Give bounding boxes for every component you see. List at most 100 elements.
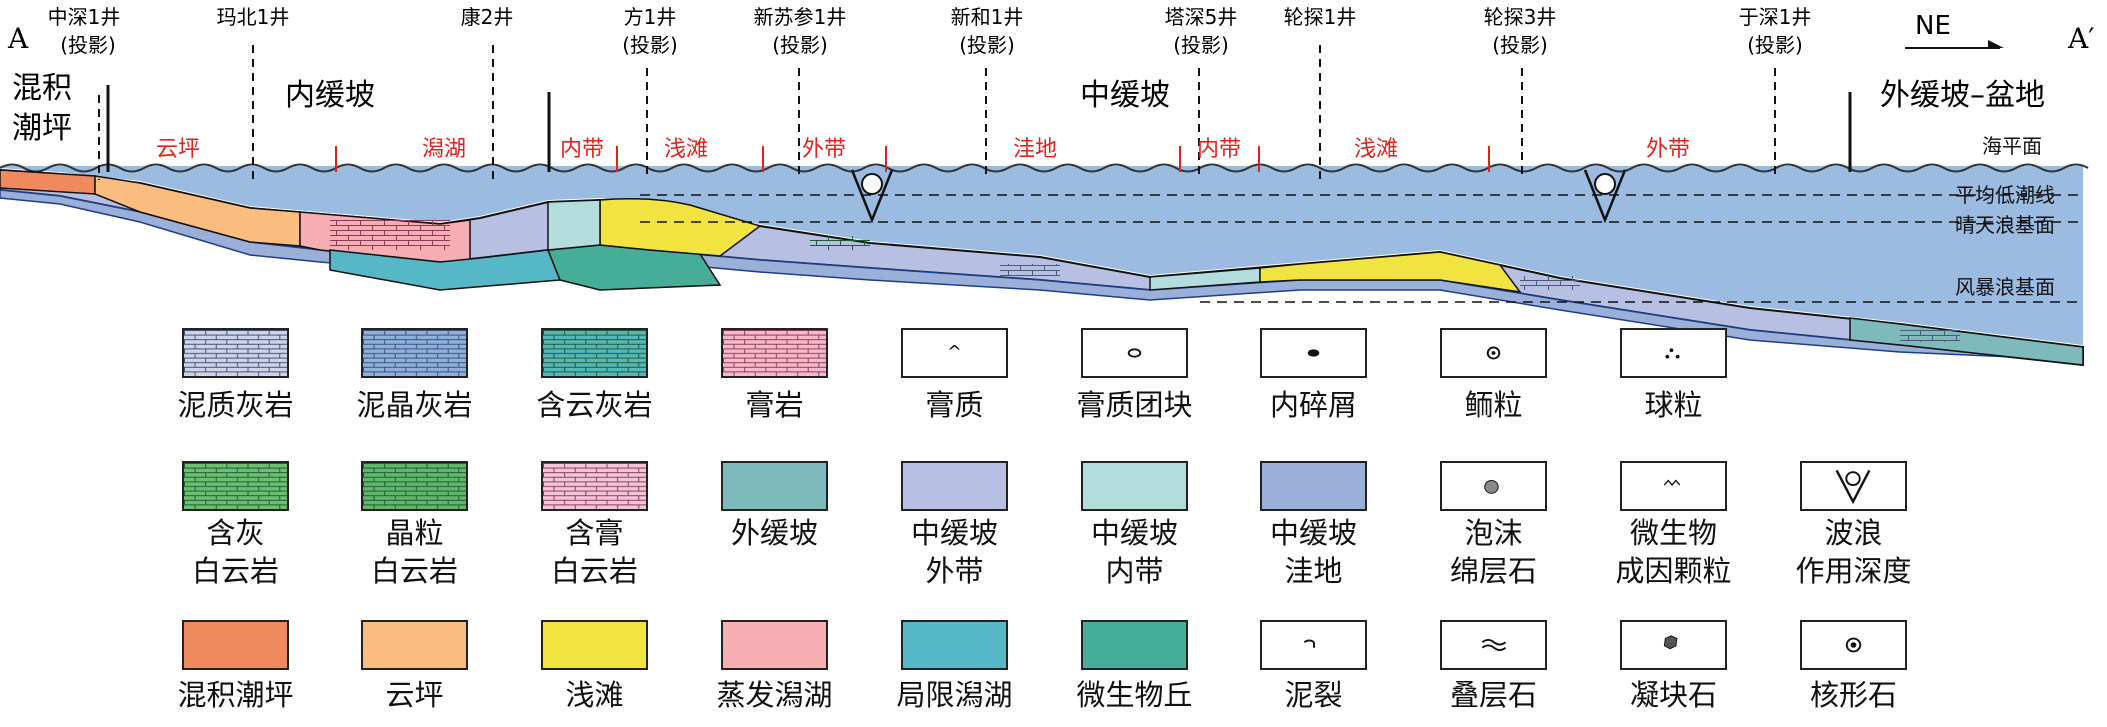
legend-label: 微生物丘	[1076, 678, 1193, 712]
zone-label-1-line-1: 混积	[12, 71, 72, 106]
mid-ramp-depression-fill	[1260, 461, 1367, 511]
dolomite-flat-fill	[361, 620, 468, 670]
mixed-tidal-flat-fill	[182, 620, 289, 670]
legend-label: 泡沫 绵层石	[1449, 516, 1537, 588]
microbial-mound-fill	[1081, 620, 1188, 670]
crystalline-dolomite	[361, 461, 468, 511]
microbial-grain-icon	[1620, 461, 1727, 511]
well-name-3: 康2井	[461, 5, 514, 29]
water-level-label-3: 晴天浪基面	[1955, 213, 2055, 237]
dolomitic-limestone	[541, 328, 648, 378]
subzone-label-8: 浅滩	[1354, 137, 1398, 162]
direction-label: NE	[1915, 11, 1951, 41]
argillaceous-limestone	[182, 328, 289, 378]
evaporite-lagoon-fill	[721, 620, 828, 670]
legend-label: 中缓坡 外带	[910, 516, 998, 588]
legend-label: 晶粒 白云岩	[370, 516, 458, 588]
subzone-label-3: 内带	[560, 137, 604, 162]
subzone-label-9: 外带	[1646, 137, 1690, 162]
subzone-ticks	[335, 146, 1490, 172]
legend-label: 泥晶灰岩	[356, 388, 473, 422]
stromatolite-icon	[1440, 620, 1547, 670]
legend-label: 凝块石	[1629, 678, 1717, 712]
oncolite-icon	[1800, 620, 1907, 670]
well-name-10: 于深1井	[1739, 5, 1812, 29]
well-name-4: 方1井	[624, 5, 677, 29]
subzone-label-5: 外带	[802, 137, 846, 162]
well-note-6: (投影)	[959, 33, 1015, 57]
inner-shoal-2	[1259, 251, 1522, 294]
svg-text:^: ^	[947, 342, 962, 362]
legend-label: 核形石	[1809, 678, 1897, 712]
legend-label: 蒸发潟湖	[716, 678, 833, 712]
legend-label: 泥质灰岩	[177, 388, 294, 422]
gypsum-nodule-icon	[1081, 328, 1188, 378]
spongiostromata-icon	[1440, 461, 1547, 511]
legend-label: 膏质	[925, 388, 984, 422]
well-note-7: (投影)	[1173, 33, 1229, 57]
mid-ramp-inner-belt-1	[547, 199, 601, 251]
section-end-label: A′	[2067, 22, 2095, 55]
legend-label: 膏岩	[745, 388, 804, 422]
sea-surface	[0, 163, 2089, 173]
brick-overlay-3	[1520, 276, 1580, 290]
restricted-lagoon-fill	[901, 620, 1008, 670]
wave-depth-icon	[1800, 461, 1907, 511]
zone-label-1-line-2: 潮坪	[12, 111, 72, 146]
legend-label: 叠层石	[1449, 678, 1537, 712]
well-name-7: 塔深5井	[1165, 5, 1238, 29]
gypsiferous-dolomite	[541, 461, 648, 511]
well-note-4: (投影)	[622, 33, 678, 57]
calcareous-dolomite	[182, 461, 289, 511]
arrow-head-icon	[1988, 40, 2004, 48]
inner-shoal-1	[599, 198, 762, 257]
legend-label: 局限潟湖	[896, 678, 1013, 712]
wave-depth-symbol-1	[850, 169, 894, 224]
mid-ramp-outer-fill	[901, 461, 1008, 511]
legend-label: 含云灰岩	[536, 388, 653, 422]
well-name-6: 新和1井	[951, 5, 1024, 29]
subzone-label-4: 浅滩	[664, 137, 708, 162]
shoal-fill	[541, 620, 648, 670]
mid-ramp-inner-fill	[1081, 461, 1188, 511]
zone-label-2: 内缓坡	[285, 78, 375, 113]
subzone-label-1: 云坪	[156, 137, 200, 162]
legend-label: 球粒	[1644, 388, 1703, 422]
well-note-5: (投影)	[772, 33, 828, 57]
brick-overlay-1	[810, 236, 870, 250]
pellet-icon	[1620, 328, 1727, 378]
well-note-1: (投影)	[60, 33, 116, 57]
well-name-5: 新苏参1井	[754, 5, 847, 29]
zone-label-3: 中缓坡	[1080, 78, 1170, 113]
evaporite-lagoon-brick	[330, 220, 450, 250]
water-level-label-1: 海平面	[1982, 134, 2042, 158]
thrombolite-icon	[1620, 620, 1727, 670]
legend-label: 中缓坡 内带	[1090, 516, 1178, 588]
sea-water	[0, 166, 2083, 345]
outer-ramp-belt	[1849, 317, 2084, 366]
well-note-9: (投影)	[1492, 33, 1548, 57]
ooid-icon	[1440, 328, 1547, 378]
legend-label: 含膏 白云岩	[550, 516, 638, 588]
legend-label: 中缓坡 洼地	[1269, 516, 1357, 588]
outer-ramp-fill	[721, 461, 828, 511]
water-level-label-2: 平均低潮线	[1955, 183, 2055, 207]
legend-label: 云坪	[385, 678, 444, 712]
well-name-1: 中深1井	[48, 5, 121, 29]
legend-label: 外缓坡	[730, 516, 818, 550]
legend-label: 浅滩	[565, 678, 624, 712]
legend-label: 泥裂	[1284, 678, 1343, 712]
zone-label-4: 外缓坡–盆地	[1880, 78, 2045, 113]
well-note-10: (投影)	[1747, 33, 1803, 57]
subzone-label-6: 洼地	[1013, 137, 1057, 162]
legend-label: 膏质团块	[1076, 388, 1193, 422]
gypsum-rock	[721, 328, 828, 378]
legend-label: 内碎屑	[1269, 388, 1357, 422]
legend-label: 微生物 成因颗粒	[1615, 516, 1732, 588]
intraclast-icon	[1260, 328, 1367, 378]
well-name-9: 轮探3井	[1484, 5, 1557, 29]
subzone-label-7: 内带	[1197, 137, 1241, 162]
mud-crack-icon	[1260, 620, 1367, 670]
section-start-label: A	[7, 22, 29, 55]
